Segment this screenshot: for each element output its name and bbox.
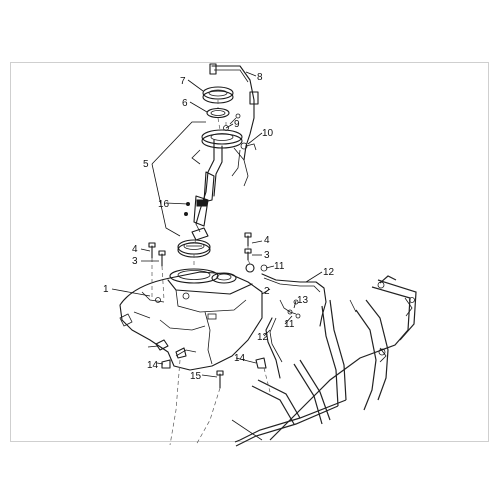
callout-11: 11 [284,319,295,330]
callout-15: 15 [190,371,202,382]
chassis-frame [231,275,417,447]
fuel-line [209,63,259,161]
callout-labels: 1 2 3 3 4 4 5 6 7 8 9 10 11 11 12 12 13 … [103,72,335,382]
callout-8: 8 [257,72,263,83]
hoses [261,273,327,379]
callout-1: 1 [103,284,109,295]
diagram-border [10,62,489,442]
callout-12: 12 [257,332,269,343]
callout-2: 2 [264,286,270,297]
callout-4: 4 [264,235,270,246]
callout-12: 12 [323,267,335,278]
leader-lines [111,71,323,378]
callout-6: 6 [182,98,188,109]
callout-16: 16 [158,199,170,210]
callout-9: 9 [234,119,240,130]
callout-11: 11 [274,261,285,272]
fasteners [119,232,268,389]
callout-3: 3 [264,250,270,261]
callout-7: 7 [180,76,186,87]
callout-5: 5 [143,159,149,170]
callout-4: 4 [132,244,138,255]
assembly-lines [151,100,271,446]
callout-3: 3 [132,256,138,267]
callout-14: 14 [234,353,246,364]
callout-13: 13 [297,295,309,306]
callout-10: 10 [262,128,274,139]
fuel-pump-assembly [184,86,249,241]
callout-14: 14 [147,360,159,371]
